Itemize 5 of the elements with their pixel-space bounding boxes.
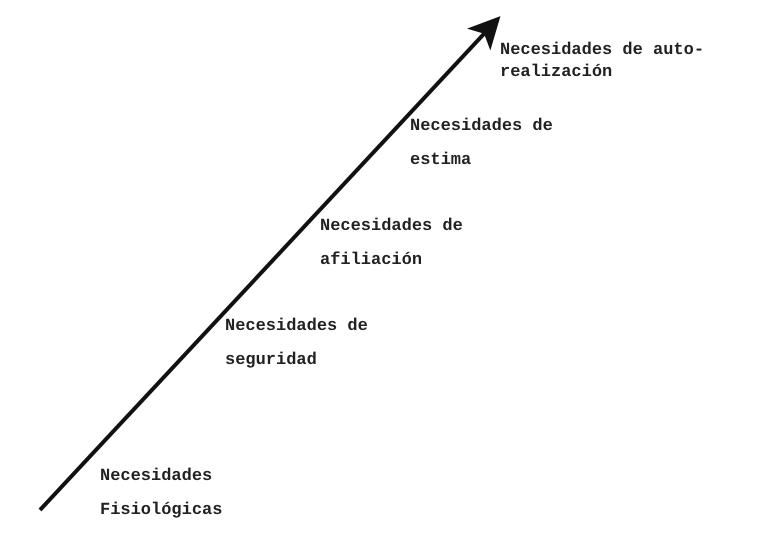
level-label: Necesidades de seguridad [225, 316, 369, 372]
level-label: Necesidades de estima [410, 116, 554, 172]
level-label: Necesidades Fisiológicas [100, 466, 224, 522]
level-label: Necesidades de auto-realización [500, 40, 706, 84]
level-label: Necesidades de afiliación [320, 216, 464, 272]
